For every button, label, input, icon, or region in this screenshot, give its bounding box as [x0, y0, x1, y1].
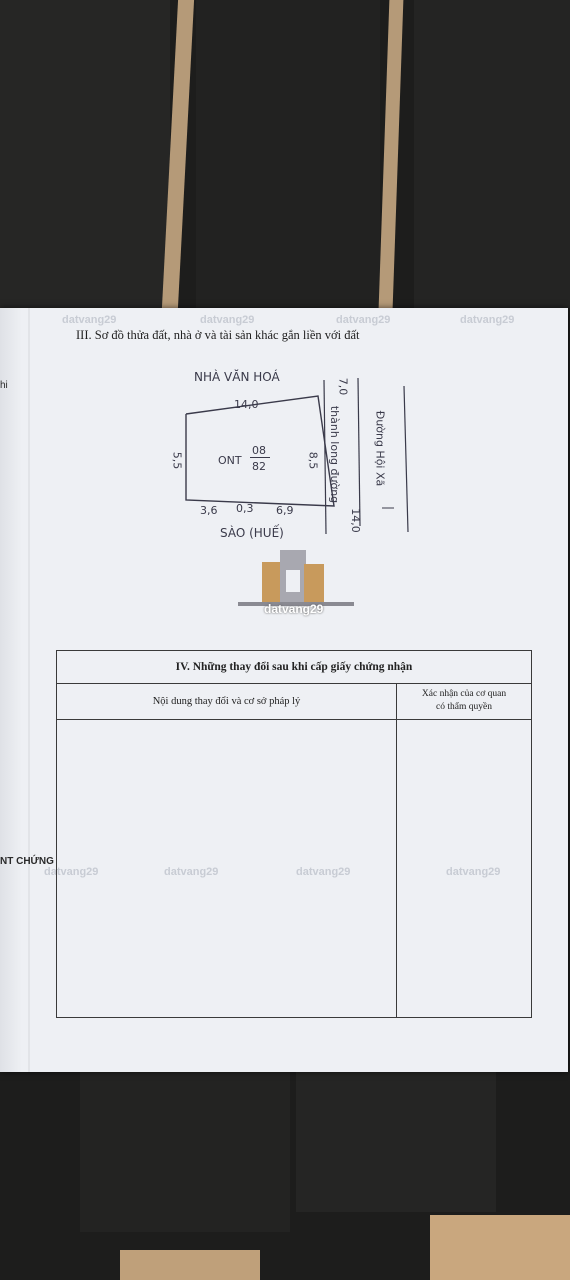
bottom-edge-length: 0,3 — [236, 502, 254, 515]
certificate-page: III. Sơ đồ thửa đất, nhà ở và tài sản kh… — [0, 308, 568, 1072]
south-neighbor-label: SÀO (HUẾ) — [220, 526, 284, 540]
land-parcel-sketch — [185, 377, 409, 535]
datvang29-logo — [238, 550, 354, 606]
road-width-top: 7,0 — [336, 377, 350, 396]
north-neighbor-label: NHÀ VĂN HOÁ — [194, 370, 280, 384]
watermark: datvang29 — [296, 866, 351, 878]
parcel-boundary — [185, 395, 335, 507]
parcel-number: 08 — [252, 444, 266, 457]
lane-label: thành long đường — [328, 405, 342, 504]
changes-table: IV. Những thay đổi sau khi cấp giấy chứn… — [56, 650, 532, 1018]
parcel-area: 82 — [252, 460, 266, 473]
logo-text: datvang29 — [264, 602, 324, 616]
column-header-confirmation: Xác nhận của cơ quan có thẩm quyền — [397, 684, 531, 720]
watermark: datvang29 — [62, 314, 117, 326]
column-header-changes: Nội dung thay đổi và cơ sở pháp lý — [57, 684, 397, 720]
top-edge-length: 14,0 — [234, 398, 259, 411]
paper-edge — [0, 308, 22, 1072]
watermark: datvang29 — [200, 314, 255, 326]
watermark: datvang29 — [336, 314, 391, 326]
parcel-land-type: ONT — [218, 454, 242, 467]
watermark: datvang29 — [446, 866, 501, 878]
floor-tile — [120, 1250, 260, 1280]
table-plank-top-middle — [196, 0, 380, 308]
watermark: datvang29 — [460, 314, 515, 326]
column-header-confirmation-line2: có thẩm quyền — [436, 702, 492, 712]
margin-text: NT CHỨNG — [0, 856, 54, 867]
road-line-left — [323, 379, 327, 535]
table-plank-bottom-right — [296, 1072, 496, 1212]
paper-fold — [28, 308, 30, 1072]
table-plank-top-right — [414, 0, 570, 308]
section-4-title: IV. Những thay đổi sau khi cấp giấy chứn… — [57, 651, 531, 684]
margin-text: hi — [0, 380, 8, 391]
watermark: datvang29 — [44, 866, 99, 878]
bottom-edge-length: 6,9 — [276, 504, 294, 517]
road-width-bottom: 14,0 — [348, 508, 362, 533]
watermark: datvang29 — [164, 866, 219, 878]
fraction-bar — [250, 457, 270, 458]
column-header-confirmation-line1: Xác nhận của cơ quan — [421, 689, 507, 699]
left-edge-length: 5,5 — [170, 451, 184, 470]
floor-tile — [430, 1215, 570, 1280]
changes-content-cell — [57, 720, 397, 1017]
right-edge-length: 8,5 — [306, 451, 320, 470]
table-plank-top — [0, 0, 170, 308]
road-line-inner — [357, 377, 361, 527]
wood-seam — [378, 0, 404, 308]
road-line-right — [403, 385, 409, 533]
table-plank-bottom — [80, 1072, 290, 1232]
road-name: Đường Hội Xã — [373, 410, 387, 487]
bottom-edge-length: 3,6 — [200, 504, 218, 517]
section-3-title: III. Sơ đồ thửa đất, nhà ở và tài sản kh… — [76, 328, 360, 342]
